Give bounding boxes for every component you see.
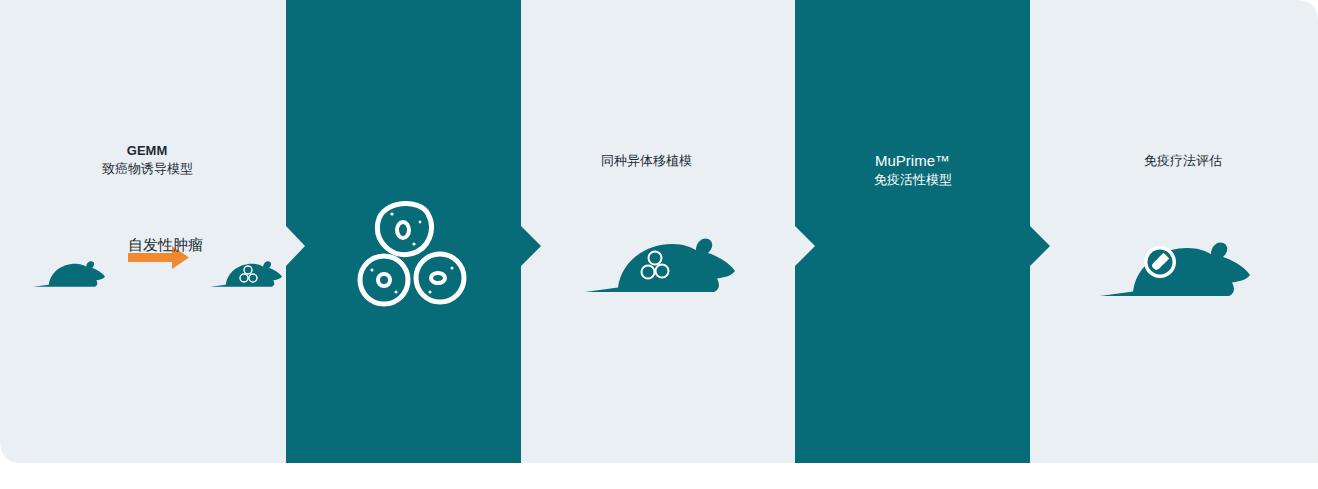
cells-icon [360,204,464,304]
tumor-icon [240,266,257,282]
stage-band: 同种异体移植模 [521,0,795,463]
pill-icon [1144,246,1176,278]
mouse-icon [585,239,735,292]
mouse-icon [210,261,282,287]
stage-title: 同种异体移植模 [561,153,731,169]
chevron-band [286,0,541,463]
chevron-band [795,0,1050,463]
stage-title: MuPrime™ [815,152,1010,170]
stage-title: GEMM [60,143,234,159]
mouse-icon [1100,243,1250,296]
stage-band: 免疫疗法评估 [1030,0,1318,463]
stage-text: 致癌物诱导模型 [40,161,254,177]
mouse-icon [33,261,105,287]
tumor-icon [642,252,669,279]
background-panel [0,0,1318,463]
stage-text: 免疫活性模型 [815,172,1010,188]
stage-band: GEMM 致癌物诱导模型自发性肿瘤 [0,0,286,463]
stage-band: MuPrime™ 免疫活性模型 [795,0,1030,463]
stage-title: 免疫疗法评估 [1110,153,1256,169]
stage-text: 自发性肿瘤 [90,236,240,254]
